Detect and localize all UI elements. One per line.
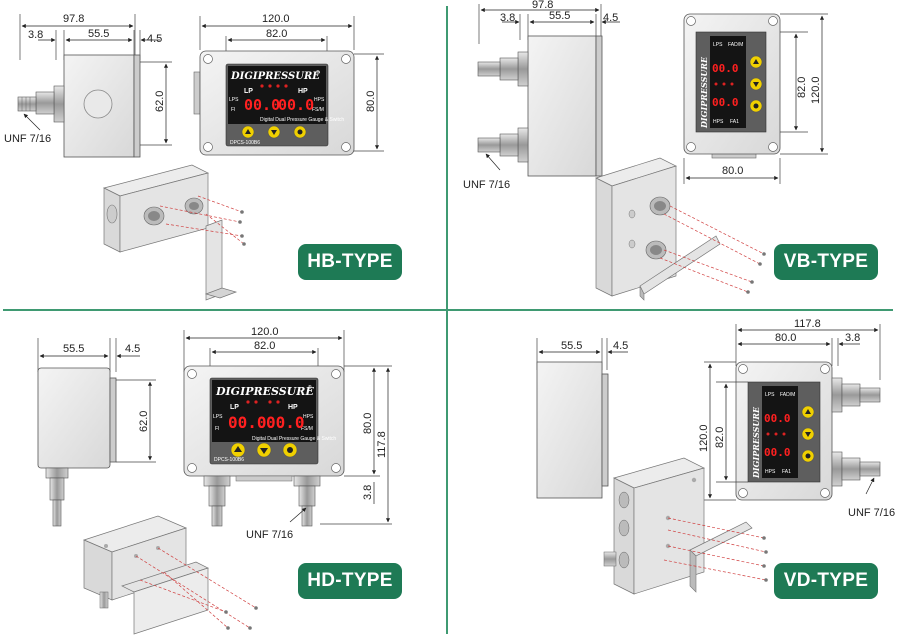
svg-text:LPS: LPS — [765, 392, 775, 398]
vd-display-bottom: 00.0 — [764, 446, 791, 459]
hd-display-panel: DIGIPRESSURE ® LP HP LPS FI HPS FS/M 00.… — [209, 377, 336, 465]
svg-text:HPS: HPS — [303, 414, 314, 420]
hd-brand: DIGIPRESSURE — [215, 385, 314, 398]
vb-dim-front-height: 120.0 — [810, 76, 822, 104]
hb-dim-mid: 55.5 — [88, 28, 109, 40]
hb-side-view: 97.8 3.8 55.5 4.5 62.0 UNF 7/16 — [4, 13, 172, 158]
vb-dim-left: 3.8 — [500, 12, 515, 24]
hb-display-panel: DIGIPRESSURE ® LP HP LPS FI HPS FS/M 00.… — [225, 63, 344, 147]
hd-side-view: 55.5 4.5 62.0 — [37, 338, 156, 527]
hd-thread-label: UNF 7/16 — [246, 529, 293, 541]
hd-type-badge: HD-TYPE — [298, 563, 402, 599]
vd-dim-front-inner: 80.0 — [775, 332, 796, 344]
vb-side-view: 97.8 3.8 55.5 4.5 UNF 7/16 — [463, 0, 620, 191]
vd-dim-right: 4.5 — [613, 340, 628, 352]
hb-display-right: 00.0 — [278, 96, 314, 114]
vb-thread-label: UNF 7/16 — [463, 179, 510, 191]
hd-dim-stub: 3.8 — [362, 485, 374, 500]
hb-thread-label: UNF 7/16 — [4, 133, 51, 145]
svg-text:FS/M: FS/M — [301, 426, 313, 432]
hd-dim-front-width: 120.0 — [251, 326, 279, 338]
vb-dim-overall: 97.8 — [532, 0, 553, 11]
vd-display-panel: DIGIPRESSURE LPS FAD/M 00.0 00.0 HPS FA1 — [747, 381, 821, 483]
hb-dim-overall: 97.8 — [63, 13, 84, 25]
svg-text:LPS: LPS — [713, 42, 723, 48]
vb-display-panel: DIGIPRESSURE LPS FAD/M 00.0 00.0 HPS FA1 — [695, 31, 767, 133]
svg-text:FAD/M: FAD/M — [728, 42, 743, 48]
hd-dim-side-height: 62.0 — [138, 411, 150, 432]
vb-display-bottom: 00.0 — [712, 96, 739, 109]
vd-front-view: 117.8 80.0 3.8 DIGIPRESSURE LPS FAD/M 00… — [698, 318, 895, 519]
vb-dim-front-inner: 82.0 — [796, 77, 808, 98]
vb-type-badge: VB-TYPE — [774, 244, 878, 280]
svg-text:FA1: FA1 — [730, 119, 739, 125]
hd-dim-front-inner: 82.0 — [254, 340, 275, 352]
hb-brand: DIGIPRESSURE — [230, 71, 320, 82]
vb-dim-right: 4.5 — [603, 12, 618, 24]
svg-text:DPCS-100B6: DPCS-100B6 — [230, 140, 260, 146]
hd-dim-mid: 55.5 — [63, 343, 84, 355]
svg-text:Digital Dual Pressure Gauge &: Digital Dual Pressure Gauge & Switch — [252, 436, 336, 442]
svg-text:LP: LP — [230, 404, 239, 411]
vd-display-top: 00.0 — [764, 412, 791, 425]
vd-dim-mid: 55.5 — [561, 340, 582, 352]
hb-display-left: 00.0 — [244, 96, 280, 114]
hd-dim-total-height: 117.8 — [376, 431, 388, 458]
svg-text:FS/M: FS/M — [312, 107, 324, 113]
vb-dim-front-width: 80.0 — [722, 165, 743, 177]
vd-isometric-view — [603, 457, 768, 595]
hb-isometric-view — [103, 164, 246, 301]
svg-text:®: ® — [316, 69, 320, 76]
svg-text:LPS: LPS — [229, 97, 239, 103]
svg-text:HP: HP — [288, 404, 298, 411]
hd-display-right: 00.0 — [266, 413, 305, 432]
vd-dim-overall: 117.8 — [794, 318, 821, 330]
vd-side-view: 55.5 4.5 — [536, 338, 628, 499]
vd-thread-label: UNF 7/16 — [848, 507, 895, 519]
hb-dim-front-height: 80.0 — [365, 91, 377, 112]
svg-text:HPS: HPS — [713, 119, 724, 125]
vd-type-badge: VD-TYPE — [774, 563, 878, 599]
hb-dim-left: 3.8 — [28, 29, 43, 41]
svg-text:FA1: FA1 — [782, 469, 791, 475]
svg-text:FAD/M: FAD/M — [780, 392, 795, 398]
vb-isometric-view — [595, 157, 766, 301]
svg-text:FI: FI — [231, 107, 235, 113]
svg-text:LPS: LPS — [213, 414, 223, 420]
hb-dim-front-inner: 82.0 — [266, 28, 287, 40]
svg-text:HPS: HPS — [765, 469, 776, 475]
hb-dim-right: 4.5 — [147, 33, 162, 45]
vb-display-top: 00.0 — [712, 62, 739, 75]
svg-text:DPCS-100B6: DPCS-100B6 — [214, 457, 244, 463]
svg-text:HP: HP — [298, 88, 308, 95]
vd-brand: DIGIPRESSURE — [751, 406, 761, 479]
vd-dim-panel-height: 82.0 — [714, 427, 726, 448]
vd-dim-stub: 3.8 — [845, 332, 860, 344]
hb-front-view: 120.0 82.0 DIGIPRESSURE ® LP HP LPS FI H… — [193, 13, 384, 156]
vb-brand: DIGIPRESSURE — [699, 56, 709, 129]
vb-front-view: DIGIPRESSURE LPS FAD/M 00.0 00.0 HPS FA1… — [683, 13, 828, 184]
hd-display-left: 00.0 — [228, 413, 267, 432]
hd-dim-right: 4.5 — [125, 343, 140, 355]
svg-text:HPS: HPS — [314, 97, 325, 103]
svg-text:Digital Dual Pressure Gauge &: Digital Dual Pressure Gauge & Switch — [260, 117, 344, 123]
hd-dim-front-height: 80.0 — [362, 413, 374, 434]
vd-dim-front-height: 120.0 — [698, 424, 710, 452]
svg-text:LP: LP — [244, 88, 253, 95]
hd-front-view: 120.0 82.0 DIGIPRESSURE ® LP HP LPS FI H… — [183, 326, 392, 541]
svg-text:®: ® — [308, 384, 312, 391]
hb-dim-side-height: 62.0 — [154, 91, 166, 112]
hd-isometric-view — [83, 515, 258, 635]
svg-text:FI: FI — [215, 426, 219, 432]
vb-dim-mid: 55.5 — [549, 10, 570, 22]
hb-dim-front-width: 120.0 — [262, 13, 290, 25]
hb-type-badge: HB-TYPE — [298, 244, 402, 280]
